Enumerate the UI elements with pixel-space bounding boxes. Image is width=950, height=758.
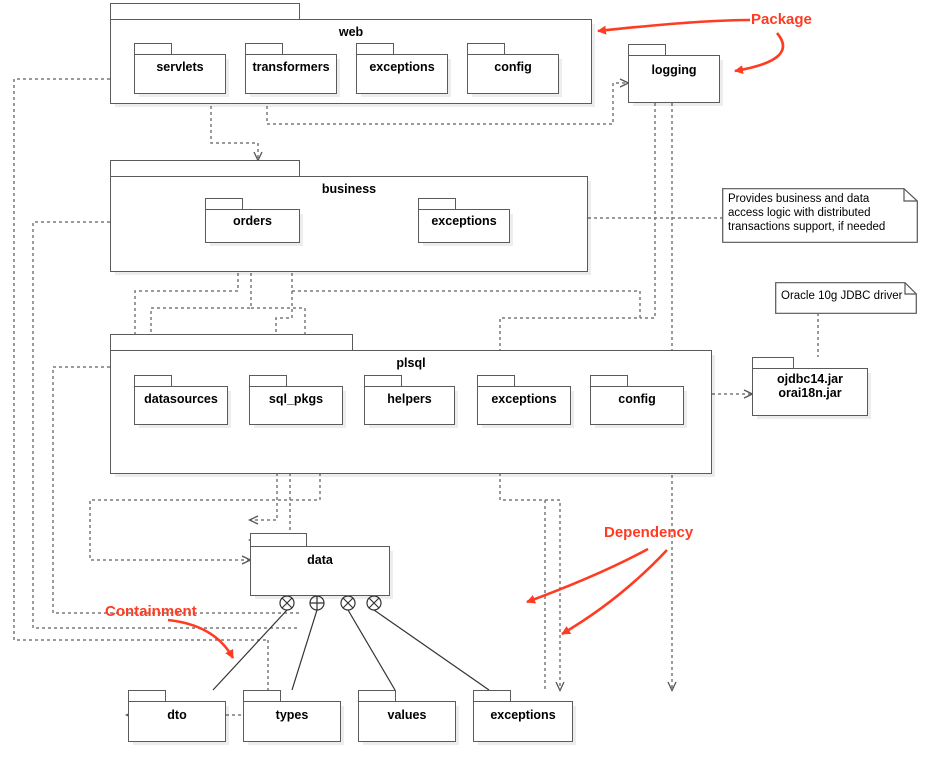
package-plsql-label: plsql (396, 356, 426, 370)
package-body (356, 54, 448, 94)
annotation-arrows (167, 18, 785, 659)
note-shape (775, 282, 917, 314)
package-body (134, 54, 226, 94)
package-datasources[interactable]: datasources (134, 375, 228, 425)
package-data-exceptions-label: exceptions (490, 708, 556, 722)
package-orders-label: orders (233, 214, 272, 228)
note-business: Provides business and data access logic … (722, 188, 918, 243)
package-business-label: business (321, 182, 377, 196)
package-dto-label: dto (167, 708, 187, 722)
package-jars[interactable]: ojdbc14.jar orai18n.jar (752, 357, 868, 416)
package-body (358, 701, 456, 742)
package-body (128, 701, 226, 742)
package-body (245, 54, 337, 94)
package-dto[interactable]: dto (128, 690, 226, 742)
package-body (418, 209, 510, 243)
package-plsql-exceptions[interactable]: exceptions (477, 375, 571, 425)
containment-edges (212, 609, 490, 691)
package-web-exceptions[interactable]: exceptions (356, 43, 448, 94)
package-jars-label-line2: orai18n.jar (778, 386, 842, 400)
package-orders[interactable]: orders (205, 198, 300, 243)
package-body (243, 701, 341, 742)
package-web-label: web (338, 25, 364, 39)
package-web-config[interactable]: config (467, 43, 559, 94)
package-helpers[interactable]: helpers (364, 375, 455, 425)
package-data[interactable]: data (250, 533, 390, 596)
package-types[interactable]: types (243, 690, 341, 742)
package-body (467, 54, 559, 94)
package-web-transformers[interactable]: transformers (245, 43, 337, 94)
package-body (473, 701, 573, 742)
package-datasources-label: datasources (144, 392, 218, 406)
package-servlets[interactable]: servlets (134, 43, 226, 94)
package-logging[interactable]: logging (628, 44, 720, 103)
package-body (590, 386, 684, 425)
package-body (364, 386, 455, 425)
package-data-exceptions[interactable]: exceptions (473, 690, 573, 742)
package-sql-pkgs[interactable]: sql_pkgs (249, 375, 343, 425)
package-logging-label: logging (651, 63, 697, 77)
package-body (250, 546, 390, 596)
package-web-config-label: config (494, 60, 532, 74)
package-annotation-label: Package (751, 11, 812, 28)
package-business-exceptions[interactable]: exceptions (418, 198, 510, 243)
package-plsql-config-label: config (618, 392, 656, 406)
package-body (477, 386, 571, 425)
dependency-annotation-label: Dependency (604, 524, 694, 541)
note-shape (722, 188, 918, 243)
package-data-label: data (307, 553, 333, 567)
containment-circles (279, 595, 382, 611)
package-plsql-config[interactable]: config (590, 375, 684, 425)
package-body (205, 209, 300, 243)
package-plsql-exceptions-label: exceptions (491, 392, 557, 406)
package-web-exceptions-label: exceptions (369, 60, 435, 74)
package-body (134, 386, 228, 425)
package-values[interactable]: values (358, 690, 456, 742)
package-helpers-label: helpers (387, 392, 432, 406)
package-servlets-label: servlets (156, 60, 204, 74)
package-types-label: types (275, 708, 309, 722)
note-business-text: Provides business and data access logic … (728, 193, 886, 234)
package-business-exceptions-label: exceptions (431, 214, 497, 228)
note-jdbc: Oracle 10g JDBC driver (775, 282, 917, 314)
package-values-label: values (387, 708, 427, 722)
package-body (628, 55, 720, 103)
package-transformers-label: transformers (252, 60, 330, 74)
package-body (249, 386, 343, 425)
note-jdbc-text: Oracle 10g JDBC driver (781, 290, 903, 302)
package-sql-pkgs-label: sql_pkgs (268, 392, 324, 406)
containment-annotation-label: Containment (105, 603, 197, 620)
package-jars-label-line1: ojdbc14.jar (777, 372, 843, 386)
package-body (752, 368, 868, 416)
